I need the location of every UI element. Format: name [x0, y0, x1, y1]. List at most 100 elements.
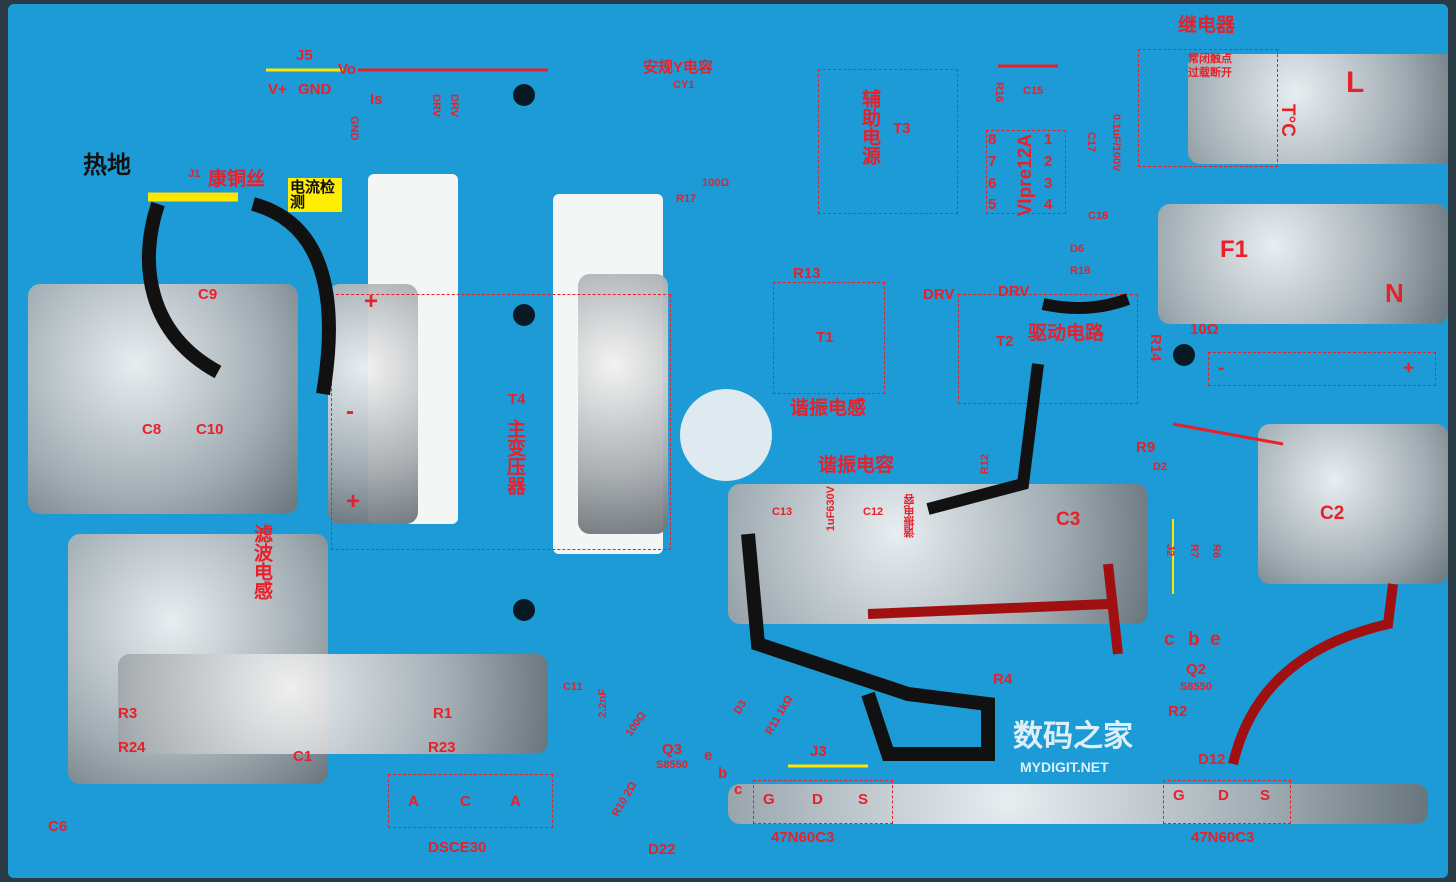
relay-box [1138, 49, 1278, 167]
relay-note: 常闭触点 [1188, 53, 1232, 65]
copper-pad [728, 784, 1428, 824]
neutral-label: N [1385, 278, 1404, 308]
c13-value: 1uF630V [825, 486, 837, 532]
cathode-label: C [460, 793, 471, 810]
mosfet-label: 47N60C3 [1191, 829, 1255, 846]
r7-label: R7 [1188, 544, 1200, 559]
ic-label: VIpre12A [1015, 134, 1036, 217]
drv-label: DRV [430, 94, 442, 118]
r6-label: R6 [1210, 544, 1222, 559]
r24-label: R24 [118, 739, 146, 756]
c10-label: C10 [196, 421, 224, 438]
bridge-minus: - [1218, 358, 1225, 379]
q3-pin: b [718, 765, 728, 782]
source-pin: S [1260, 787, 1271, 804]
live-label: L [1346, 66, 1365, 99]
ic-pin: 2 [1044, 153, 1053, 170]
r17-label: R17 [676, 193, 697, 205]
copper-pad [328, 284, 418, 524]
t4-plus: + [364, 288, 379, 315]
cy1-label: CY1 [673, 79, 695, 91]
r16-label: R16 [993, 82, 1005, 103]
r14-value: 10Ω [1190, 321, 1219, 338]
r1-label: R1 [433, 705, 453, 722]
drv-label: DRV [998, 283, 1030, 300]
dsce30-box [388, 774, 553, 828]
q3-pin: c [734, 781, 743, 798]
r18-label: R18 [1070, 265, 1091, 277]
fuse-label: F1 [1220, 236, 1249, 263]
drain-pin: D [812, 791, 823, 808]
thermal-pad [680, 389, 772, 481]
aux-power-label: 辅助电源 [859, 89, 880, 165]
r13-label: R13 [793, 265, 821, 282]
drv-label: DRV [923, 286, 955, 303]
copper-pad [1158, 204, 1448, 324]
ic-pin: 3 [1044, 175, 1053, 192]
q2-type: S8550 [1180, 681, 1212, 693]
c2-label: C2 [1320, 503, 1345, 524]
ic-pin: 1 [1044, 131, 1053, 148]
c9-label: C9 [198, 286, 218, 303]
is-label: Is [370, 91, 383, 108]
r2-label: R2 [1168, 703, 1188, 720]
watermark-logo: 数码之家 [1013, 720, 1133, 753]
c18-label: C18 [1088, 210, 1109, 222]
bridge-box [1208, 352, 1436, 386]
mosfet2-box [1163, 780, 1291, 824]
ic-box [986, 130, 1066, 214]
drain-pin: D [1218, 787, 1229, 804]
anode-label: A [408, 793, 419, 810]
hot-ground-label: 热地 [83, 152, 131, 179]
mosfet1-box [753, 780, 893, 824]
ic-pin: 8 [988, 131, 997, 148]
q3-pin: e [704, 747, 713, 764]
q2-pin: e [1210, 629, 1221, 650]
r3-label: R3 [118, 705, 138, 722]
c8-label: C8 [142, 421, 162, 438]
c17-label: C17 [1085, 132, 1097, 153]
copper-pad [1258, 424, 1448, 584]
c11-value: 2.2nF [597, 689, 609, 718]
driver-label: 驱动电路 [1028, 323, 1105, 344]
d6-label: D6 [1070, 243, 1085, 255]
t1-box [773, 282, 885, 394]
copper-pad [118, 654, 548, 754]
t4-label: T4 [508, 391, 526, 408]
relay-label: 继电器 [1178, 15, 1236, 36]
r14-label: R14 [1147, 334, 1164, 362]
vo-label: Vo [338, 61, 357, 78]
t1-label: T1 [816, 329, 834, 346]
main-transformer-label: 主变压器 [504, 419, 525, 495]
j5-label: J5 [296, 47, 313, 64]
q2-pin: b [1188, 629, 1200, 650]
t3-label: T3 [893, 120, 911, 137]
c3-label: C3 [1056, 509, 1081, 530]
gnd-label: GND [348, 116, 360, 141]
c15-label: C15 [1023, 85, 1044, 97]
q3-label: Q3 [662, 741, 683, 758]
r12-label: R12 [979, 454, 991, 475]
j1-label: J1 [188, 168, 201, 180]
anode-label: A [510, 793, 521, 810]
c6-label: C6 [48, 818, 68, 835]
gate-pin: G [1173, 787, 1185, 804]
ic-pin: 7 [988, 153, 997, 170]
watermark-text: MYDIGIT.NET [1020, 759, 1109, 775]
j2-label: J2 [1164, 544, 1176, 557]
gnd-label: GND [298, 81, 332, 98]
t4-minus: - [346, 398, 354, 425]
bridge-plus: + [1403, 358, 1415, 379]
c13-label: C13 [772, 506, 793, 518]
mounting-hole [1173, 344, 1195, 366]
mounting-hole [513, 84, 535, 106]
gate-pin: G [763, 791, 775, 808]
d22-label: D22 [648, 841, 676, 858]
d12-label: D12 [1198, 751, 1226, 768]
t2-label: T2 [996, 333, 1014, 350]
r4-label: R4 [993, 671, 1013, 688]
pcb-board: 继电器 常闭触点 过载断开 L T°C N F1 10Ω R14 - + J5 … [8, 4, 1448, 878]
q2-pin: c [1164, 629, 1175, 650]
ic-pin: 5 [988, 196, 997, 213]
mounting-hole [513, 599, 535, 621]
